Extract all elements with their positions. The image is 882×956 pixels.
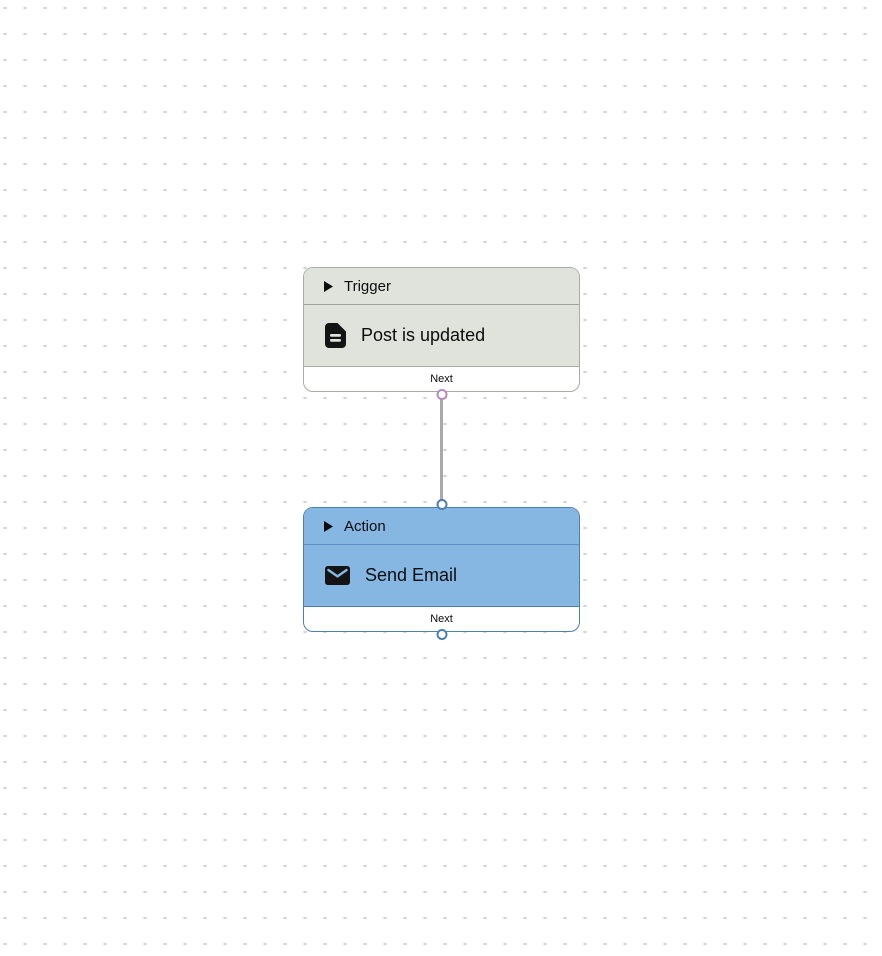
trigger-node-footer: Next (304, 366, 579, 390)
trigger-output-port[interactable] (436, 389, 447, 400)
trigger-next-label: Next (430, 372, 453, 385)
trigger-type-label: Trigger (344, 277, 391, 295)
trigger-node[interactable]: Trigger Post is updated Next (303, 267, 580, 400)
action-title: Send Email (365, 565, 458, 585)
disclosure-triangle-icon[interactable] (324, 520, 333, 532)
action-node-header[interactable]: Action (304, 508, 579, 545)
action-node[interactable]: Action Send Email Next (303, 499, 580, 640)
connection-line[interactable] (439, 394, 444, 506)
trigger-node-content[interactable]: Post is updated (304, 305, 579, 366)
email-icon (325, 566, 350, 585)
action-output-port[interactable] (436, 629, 447, 640)
trigger-node-header[interactable]: Trigger (304, 268, 579, 305)
action-type-label: Action (344, 517, 386, 535)
disclosure-triangle-icon[interactable] (324, 280, 333, 292)
action-node-footer: Next (304, 606, 579, 630)
action-input-port[interactable] (436, 499, 447, 510)
document-icon (325, 323, 346, 348)
trigger-title: Post is updated (361, 325, 486, 345)
action-node-content[interactable]: Send Email (304, 545, 579, 606)
action-next-label: Next (430, 612, 453, 625)
